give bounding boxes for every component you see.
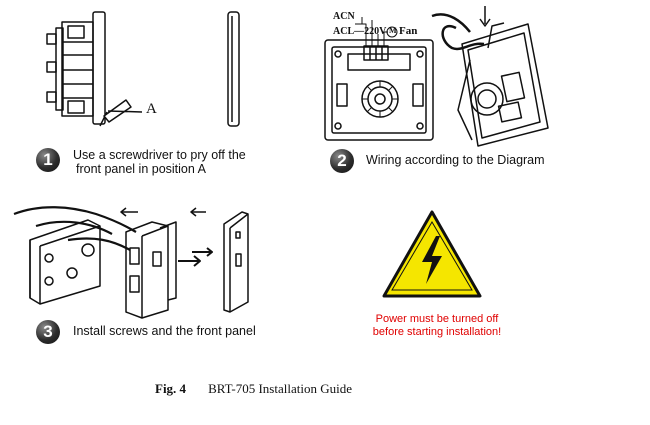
motor-label: M xyxy=(389,26,397,35)
screwdriver xyxy=(99,99,143,127)
position-a-label: A xyxy=(146,101,157,117)
thermostat-install-angle-view xyxy=(431,6,549,147)
warning-line-2: before starting installation! xyxy=(372,326,502,338)
thermostat-module-angle-view xyxy=(125,221,177,319)
front-panel-angle-view xyxy=(223,211,249,313)
step-1-text: Use a screwdriver to pry off the front p… xyxy=(73,148,246,176)
fan-label: Fan xyxy=(399,25,418,37)
step-2-text: Wiring according to the Diagram xyxy=(366,153,545,167)
figure-title: BRT-705 Installation Guide xyxy=(208,381,352,396)
step-3-badge: 3 xyxy=(36,320,60,344)
figure-number: Fig. 4 xyxy=(155,381,187,396)
assembly-arrows xyxy=(178,247,213,267)
warning-text: Power must be turned off before starting… xyxy=(357,313,517,339)
thermostat-side-view xyxy=(46,11,106,125)
step-2-badge: 2 xyxy=(330,149,354,173)
step-3-text: Install screws and the front panel xyxy=(73,324,256,338)
high-voltage-warning-icon xyxy=(382,210,482,298)
wires xyxy=(13,206,137,251)
figure-caption: Fig. 4 BRT-705 Installation Guide xyxy=(155,381,352,397)
acl-label: ACL—220V xyxy=(333,26,387,37)
step-1-badge: 1 xyxy=(36,148,60,172)
step-1-line-1: Use a screwdriver to pry off the xyxy=(73,148,246,162)
direction-arrows xyxy=(120,207,206,217)
step-1-line-2: front panel in position A xyxy=(76,162,206,176)
thermostat-back-wiring xyxy=(324,17,434,141)
warning-line-1: Power must be turned off xyxy=(375,313,499,325)
acn-label: ACN xyxy=(333,11,355,22)
front-panel-side-view xyxy=(227,11,240,127)
junction-box xyxy=(29,219,101,305)
